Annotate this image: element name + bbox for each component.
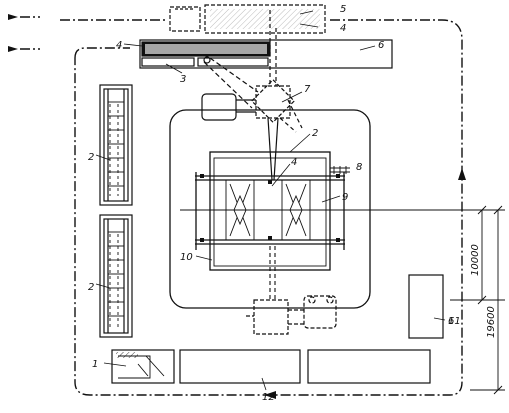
- storage-block-6-bottom: [307, 349, 431, 384]
- dimension-outer: 19600: [486, 306, 497, 338]
- crane-lower: [246, 295, 337, 335]
- callout-11: 11: [448, 316, 461, 327]
- block-11: [408, 274, 444, 339]
- callout-7: 7: [304, 84, 311, 95]
- callout-5: 5: [340, 4, 346, 15]
- dimension-lines: [450, 205, 505, 395]
- rail-8: [330, 166, 350, 174]
- storage-3: [141, 57, 195, 67]
- entry-arrow-top: [8, 14, 18, 20]
- traffic-arrows: [8, 14, 466, 399]
- crane-7: [201, 10, 303, 181]
- callout-6-top: 6: [378, 40, 384, 51]
- callout-4-stack: 4: [116, 40, 122, 51]
- callout-8: 8: [356, 162, 362, 173]
- callout-4-vehicle: 4: [340, 23, 346, 34]
- leader-lines: [95, 10, 446, 391]
- unit-1: [111, 349, 175, 384]
- block-12: [179, 349, 301, 384]
- bottom-area: [111, 274, 444, 384]
- callout-2-frame: 2: [312, 128, 318, 139]
- workshop-2-upper: [99, 84, 133, 206]
- callout-4-frame: 4: [291, 157, 297, 168]
- entry-arrow-mid: [8, 46, 18, 52]
- callout-6-bottom: 6: [448, 316, 454, 327]
- callout-1: 1: [92, 359, 98, 370]
- storage-block-6-top: [139, 39, 393, 69]
- vehicle-5: [169, 4, 326, 34]
- site-road: [60, 19, 463, 396]
- workshop-2-lower: [99, 214, 133, 338]
- storage-area: [139, 39, 393, 69]
- construction-pit: [169, 109, 371, 309]
- dimension-inner: 10000: [470, 244, 481, 276]
- callout-2-upper: 2: [88, 152, 94, 163]
- callout-12: 12: [262, 392, 275, 403]
- callout-10: 10: [180, 252, 193, 263]
- road-arrow-right: [458, 168, 466, 180]
- road-arrow-bottom: [264, 391, 276, 399]
- callout-9: 9: [342, 192, 348, 203]
- callout-2-lower: 2: [88, 282, 94, 293]
- building-frame-2: [195, 151, 350, 271]
- callout-3: 3: [180, 74, 186, 85]
